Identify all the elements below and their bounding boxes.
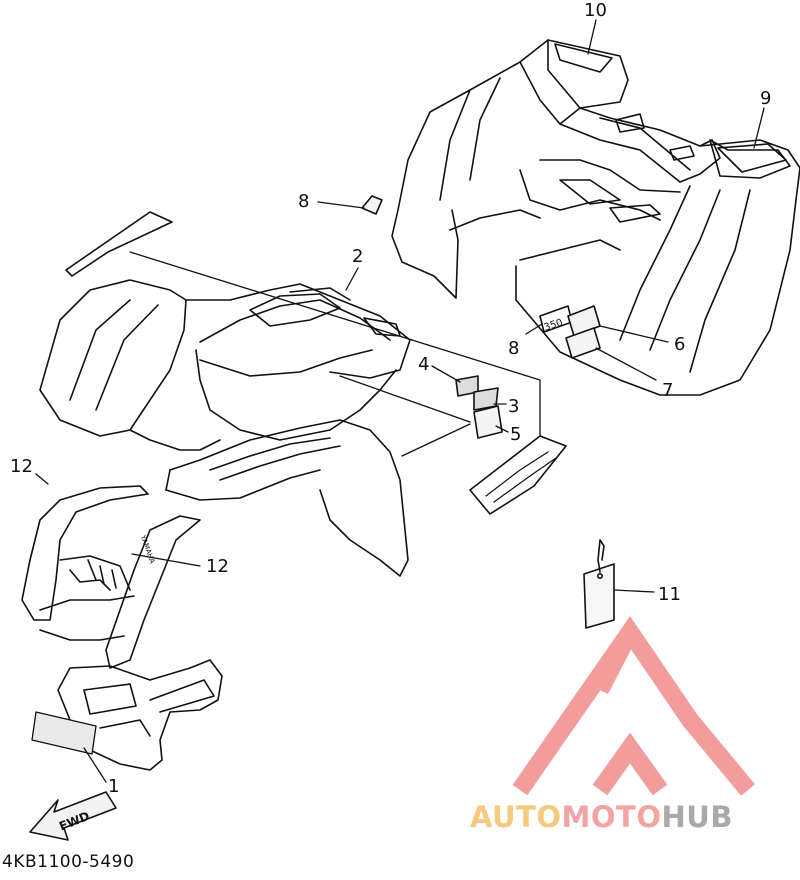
callout-6: 6 bbox=[674, 334, 685, 355]
rear-fender bbox=[391, 39, 800, 396]
part-code: 4KB1100-5490 bbox=[2, 852, 135, 872]
callout-7: 7 bbox=[662, 380, 673, 401]
decal-7 bbox=[565, 327, 601, 359]
front-fender bbox=[39, 211, 411, 577]
callout-8-upper: 8 bbox=[298, 191, 309, 212]
watermark-brand: AUTOMOTOHUB bbox=[470, 800, 733, 834]
decal-8-upper bbox=[361, 195, 383, 215]
callout-4: 4 bbox=[418, 354, 429, 375]
watermark-part-moto: MOTO bbox=[561, 800, 662, 834]
leader-lines bbox=[35, 19, 765, 783]
callout-12-right: 12 bbox=[206, 556, 229, 577]
callout-3: 3 bbox=[508, 396, 519, 417]
guard-brand-text: YAMAHA bbox=[138, 533, 156, 565]
callout-1: 1 bbox=[108, 776, 119, 797]
decal-5 bbox=[473, 405, 503, 439]
callout-2: 2 bbox=[352, 246, 363, 267]
front-guard bbox=[21, 485, 201, 669]
watermark-part-hub: HUB bbox=[661, 800, 733, 834]
watermark-logo bbox=[512, 616, 755, 796]
callout-labels: 10 9 8 2 8 6 7 4 3 5 12 12 11 1 bbox=[10, 0, 771, 797]
watermark-part-auto: AUTO bbox=[470, 800, 562, 834]
callout-10: 10 bbox=[584, 0, 607, 21]
tag-11 bbox=[583, 539, 615, 629]
front-panel bbox=[57, 659, 223, 771]
callout-11: 11 bbox=[658, 584, 681, 605]
callout-9: 9 bbox=[760, 88, 771, 109]
decal-9 bbox=[717, 143, 787, 173]
decal-1 bbox=[31, 711, 97, 755]
callout-5: 5 bbox=[510, 424, 521, 445]
decal-350-text: 350 bbox=[543, 317, 565, 333]
side-decal bbox=[469, 435, 567, 515]
callout-12-left: 12 bbox=[10, 456, 33, 477]
callout-8-lower: 8 bbox=[508, 338, 519, 359]
fwd-arrow bbox=[29, 791, 117, 841]
